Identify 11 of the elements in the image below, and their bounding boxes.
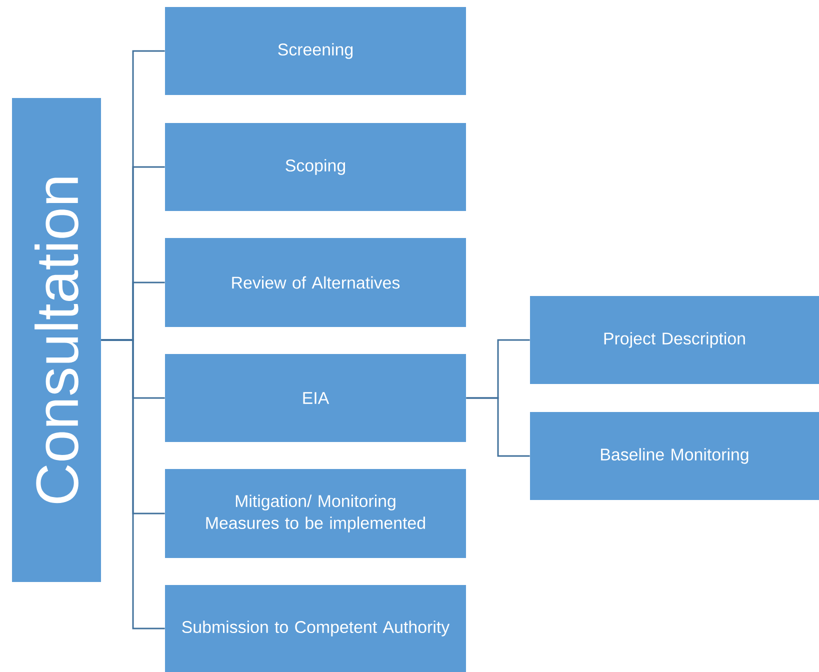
side-banner: Consultation <box>12 98 101 582</box>
process-box: Mitigation/ Monitoring Measures to be implemented <box>165 469 466 558</box>
process-box: Baseline Monitoring <box>530 412 819 500</box>
process-box: Review of Alternatives <box>165 238 466 327</box>
connector <box>466 397 530 457</box>
process-box: Submission to Competent Authority <box>165 585 466 672</box>
process-box: Project Description <box>530 296 819 384</box>
process-box: Scoping <box>165 123 466 211</box>
connector <box>101 339 165 630</box>
process-box: Screening <box>165 7 466 95</box>
process-box: EIA <box>165 354 466 442</box>
